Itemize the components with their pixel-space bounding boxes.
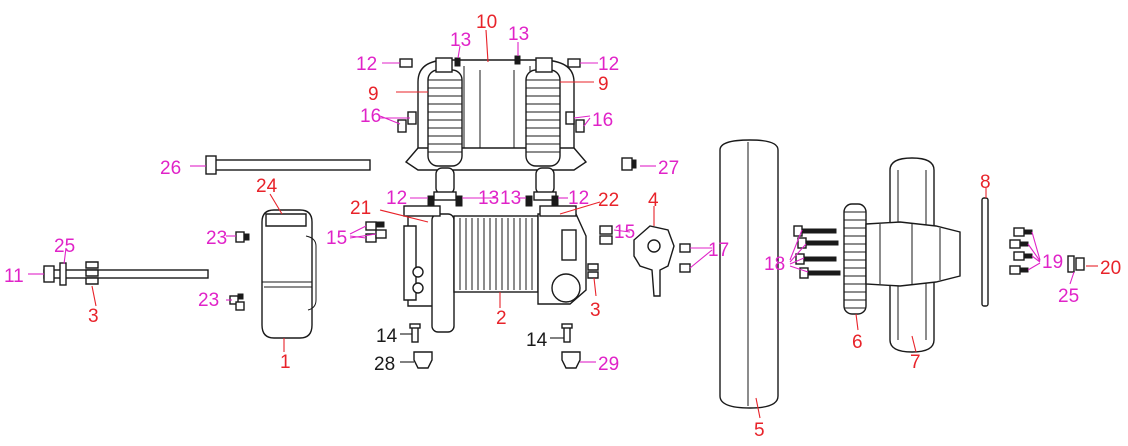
- callout-15-left: 15: [326, 228, 347, 249]
- callout-23-bottom: 23: [198, 290, 219, 311]
- callout-5: 5: [754, 420, 765, 441]
- callout-11: 11: [4, 266, 24, 287]
- callout-19: 19: [1042, 252, 1063, 273]
- callout-21: 21: [350, 198, 371, 219]
- part-19-bolts: [1009, 227, 1033, 275]
- callout-4: 4: [648, 190, 659, 211]
- part-5-tire: [719, 139, 779, 409]
- callout-20: 20: [1100, 258, 1121, 279]
- callout-18: 18: [764, 254, 785, 275]
- part-15-bolts: [365, 221, 387, 243]
- part-8-brake-disc: [981, 197, 989, 307]
- callout-1: 1: [280, 352, 291, 373]
- callout-26: 26: [160, 158, 181, 179]
- part-3-nut-right: [587, 263, 599, 279]
- part-7-rim-hub: [865, 157, 961, 353]
- part-18-bolts: [793, 225, 841, 279]
- part-23-screws-top: [235, 231, 250, 243]
- callout-25-right: 25: [1058, 286, 1079, 307]
- shock-absorber-mounts: [433, 167, 557, 201]
- callout-14-left: 14: [376, 326, 398, 347]
- callout-labels: 1 2 3 3 4 5 6 7 8 9 9 10 11 12 12 12 12 …: [4, 12, 1121, 441]
- part-11-axle-shaft: [43, 261, 209, 286]
- callout-12-top-left: 12: [356, 54, 377, 75]
- callout-14-right: 14: [526, 330, 548, 351]
- callout-22: 22: [598, 190, 619, 211]
- callout-13-top-right: 13: [508, 24, 529, 45]
- part-26-axle-rod: [205, 155, 371, 175]
- callout-27: 27: [658, 158, 679, 179]
- callout-9-left: 9: [368, 84, 379, 105]
- callout-25-left: 25: [54, 236, 75, 257]
- callout-23-top: 23: [206, 228, 227, 249]
- part-23-screws-bottom: [229, 293, 245, 311]
- callout-9-right: 9: [598, 74, 609, 95]
- callout-24: 24: [256, 176, 278, 197]
- part-1-cover-box: [261, 209, 317, 339]
- callout-3-left: 3: [88, 306, 99, 327]
- callout-10: 10: [476, 12, 497, 33]
- callout-6: 6: [852, 332, 863, 353]
- callout-13-mid-right: 13: [500, 188, 521, 209]
- callout-12-top-right: 12: [598, 54, 619, 75]
- part-20-axle-nut: [1067, 255, 1085, 273]
- leader-lines: [28, 29, 1098, 419]
- callout-8: 8: [980, 172, 991, 193]
- callout-3-right: 3: [590, 300, 601, 321]
- part-4-brake-caliper: [599, 225, 691, 297]
- callout-16-right: 16: [592, 110, 613, 131]
- callout-17: 17: [708, 240, 729, 261]
- callout-12-mid-left: 12: [386, 188, 407, 209]
- callout-28: 28: [374, 354, 395, 375]
- part-9-spring-left: [427, 57, 463, 167]
- part-6-sprocket: [843, 203, 867, 315]
- callout-12-mid-right: 12: [568, 188, 589, 209]
- callout-15-right: 15: [614, 222, 635, 243]
- part-21-22-brackets: [403, 205, 577, 217]
- part-28-29-feet: [413, 351, 581, 369]
- callout-29: 29: [598, 354, 619, 375]
- callout-13-top-left: 13: [450, 30, 471, 51]
- callout-13-mid-left: 13: [478, 188, 499, 209]
- callout-2: 2: [496, 308, 507, 329]
- part-9-spring-right: [525, 57, 561, 167]
- part-27-cap: [621, 157, 637, 171]
- callout-16-left: 16: [360, 106, 381, 127]
- part-12-13-bolts-mid: [427, 195, 559, 207]
- callout-7: 7: [910, 352, 921, 373]
- part-2-motor-assembly: [403, 213, 587, 333]
